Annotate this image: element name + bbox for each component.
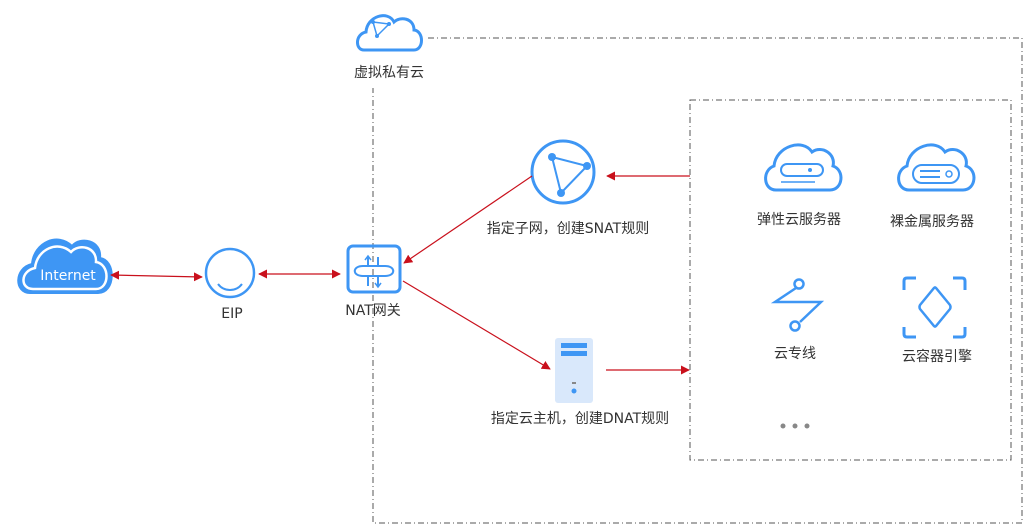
arrow-subnet-nat bbox=[403, 175, 533, 264]
eip-label: EIP bbox=[221, 306, 243, 322]
nat-label: NAT网关 bbox=[345, 303, 401, 319]
subnet-label: 指定子网，创建SNAT规则 bbox=[486, 221, 650, 237]
nat-gateway-icon bbox=[346, 244, 402, 294]
vpc-boundary bbox=[372, 37, 1023, 524]
arrow-nat-server bbox=[402, 280, 551, 370]
ecs-cloud-icon bbox=[764, 143, 843, 192]
host-label: 指定云主机，创建DNAT规则 bbox=[490, 411, 670, 427]
vpc-label: 虚拟私有云 bbox=[354, 65, 424, 81]
arrow-internet-eip bbox=[110, 270, 203, 282]
more-dots-icon bbox=[780, 423, 810, 429]
services-boundary bbox=[689, 99, 1012, 461]
cloud-network-icon bbox=[356, 14, 423, 52]
cloud-icon bbox=[17, 238, 113, 294]
internet-label: Internet bbox=[40, 268, 96, 284]
service-label-cce: 云容器引擎 bbox=[902, 349, 972, 365]
service-label-ecs: 弹性云服务器 bbox=[757, 212, 841, 228]
service-label-bms: 裸金属服务器 bbox=[890, 214, 974, 230]
bms-cloud-icon bbox=[897, 143, 976, 192]
service-label-dc: 云专线 bbox=[774, 346, 816, 362]
container-engine-icon bbox=[902, 276, 967, 339]
subnet-icon bbox=[530, 139, 596, 205]
ip-icon bbox=[204, 247, 256, 299]
server-icon bbox=[555, 338, 593, 403]
direct-connect-icon bbox=[770, 278, 825, 332]
